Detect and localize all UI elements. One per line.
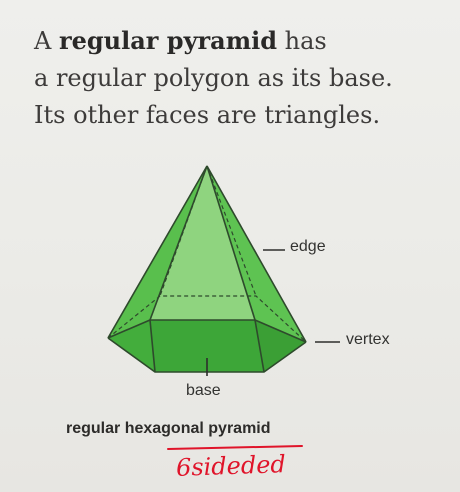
definition-line-1: A regular pyramid has	[34, 26, 327, 55]
handwritten-overline	[167, 445, 303, 450]
edge-apex-front-left	[149, 165, 208, 321]
pyramid-base-right	[255, 320, 306, 372]
vertex-label: vertex	[346, 331, 390, 348]
edge-apex-left	[107, 165, 208, 339]
definition-text: A regular pyramid has a regular polygon …	[34, 22, 454, 134]
figure-caption: regular hexagonal pyramid	[66, 420, 271, 437]
handwritten-annotation	[167, 445, 303, 450]
label-pointers	[206, 249, 340, 376]
base-label: base	[186, 382, 221, 399]
hidden-base-back	[107, 295, 307, 343]
base-outline-front	[107, 319, 307, 343]
visible-edges	[107, 165, 307, 373]
definition-line-2: a regular polygon as its base.	[34, 64, 393, 92]
pyramid-faces	[108, 166, 306, 372]
pyramid-face-front	[150, 166, 255, 320]
base-edge-left	[149, 319, 156, 373]
definition-line-3: Its other faces are triangles.	[34, 101, 381, 129]
hidden-edge-right	[206, 165, 257, 297]
edge-apex-right	[206, 165, 307, 343]
handwritten-note: 6sideded	[175, 450, 287, 482]
base-outline-bottom	[107, 337, 307, 373]
term-regular-pyramid: regular pyramid	[58, 26, 277, 55]
edge-apex-front-right	[206, 165, 256, 321]
base-edge-right	[254, 319, 265, 373]
edge-label: edge	[290, 238, 326, 255]
